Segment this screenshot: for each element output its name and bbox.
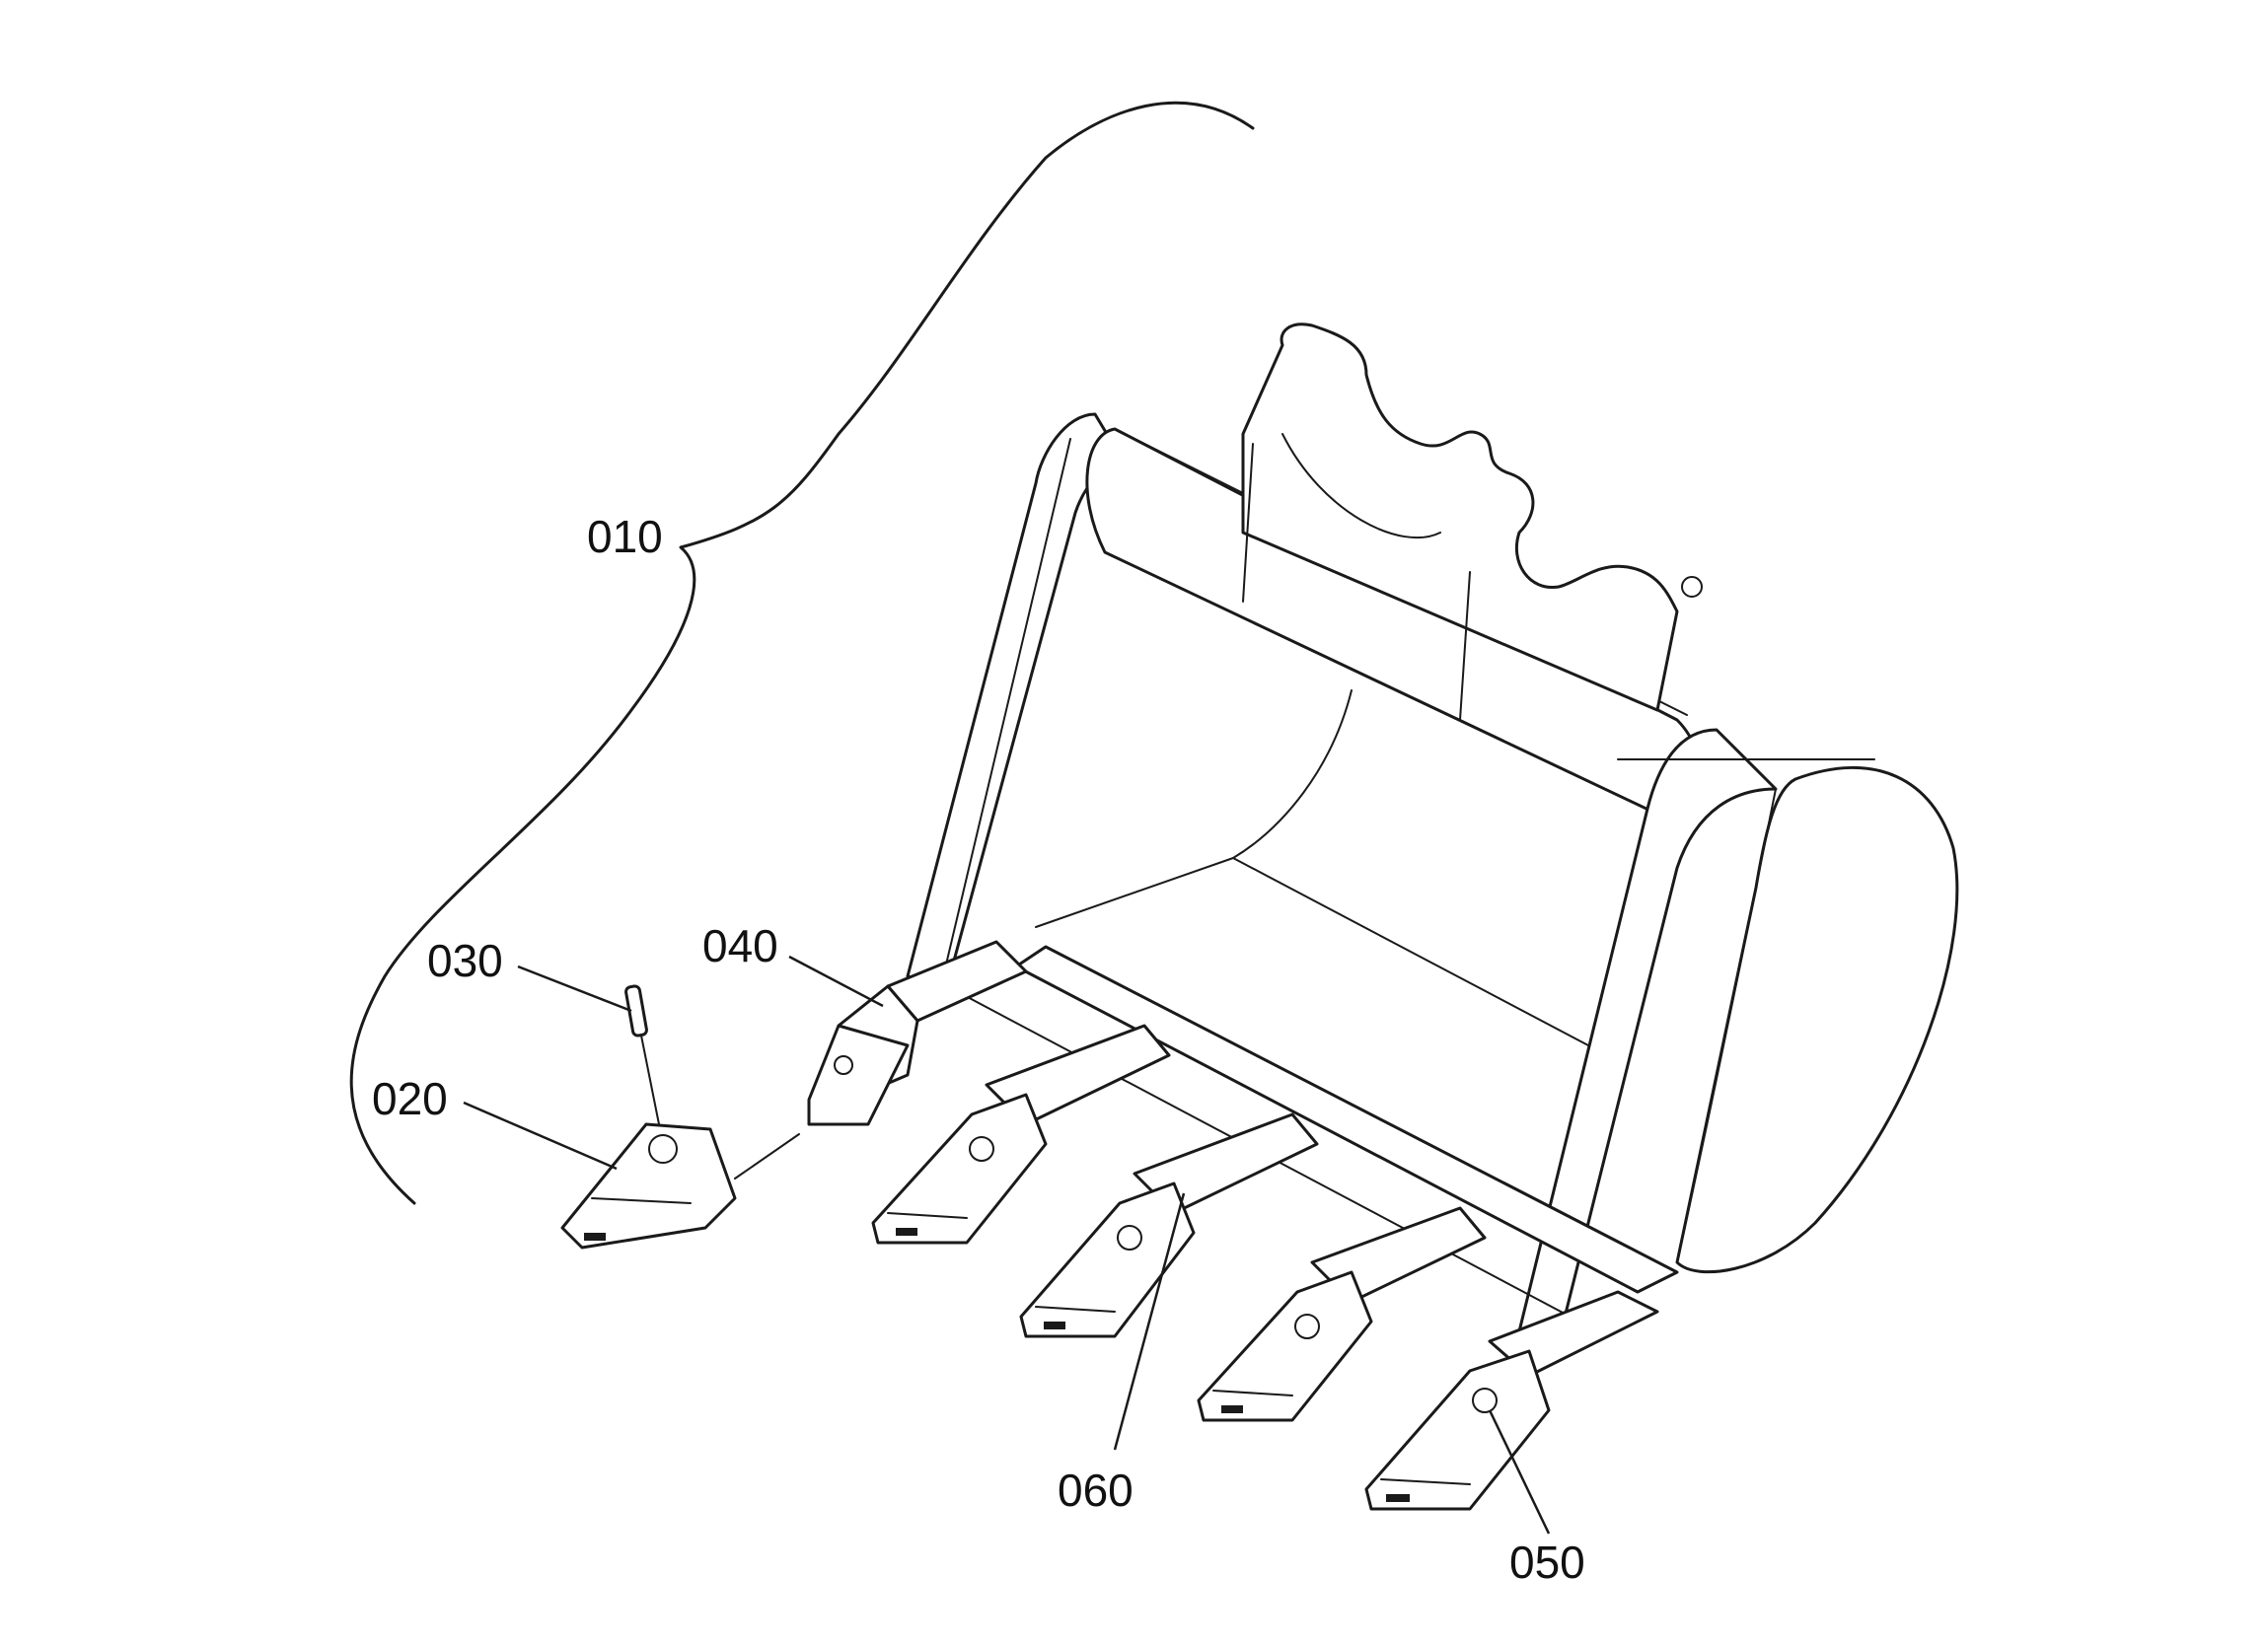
tooth-2: [1019, 1112, 1319, 1338]
tooth-row: [871, 1024, 1659, 1511]
leader-040: [788, 955, 884, 1008]
mounting-ears: [1241, 322, 1703, 721]
callout-020: 020: [372, 1073, 448, 1124]
tooth-3: [1197, 1206, 1487, 1422]
callout-030: 030: [427, 935, 503, 986]
callout-040: 040: [702, 920, 778, 971]
leader-030: [517, 965, 632, 1013]
callout-060: 060: [1058, 1465, 1134, 1516]
leader-020: [463, 1101, 618, 1171]
retaining-pin-030: [624, 984, 660, 1125]
side-adapter-040: [807, 940, 1028, 1126]
assembly-brace: [349, 101, 1255, 1205]
leader-050: [1488, 1409, 1551, 1535]
leader-060: [1113, 1192, 1186, 1451]
callout-010: 010: [587, 511, 663, 562]
loose-tooth-020: [560, 1122, 800, 1250]
bucket-body: [906, 412, 1959, 1343]
tooth-1: [871, 1024, 1171, 1245]
side-adapter-050: [1364, 1290, 1659, 1511]
callout-050: 050: [1509, 1537, 1585, 1588]
